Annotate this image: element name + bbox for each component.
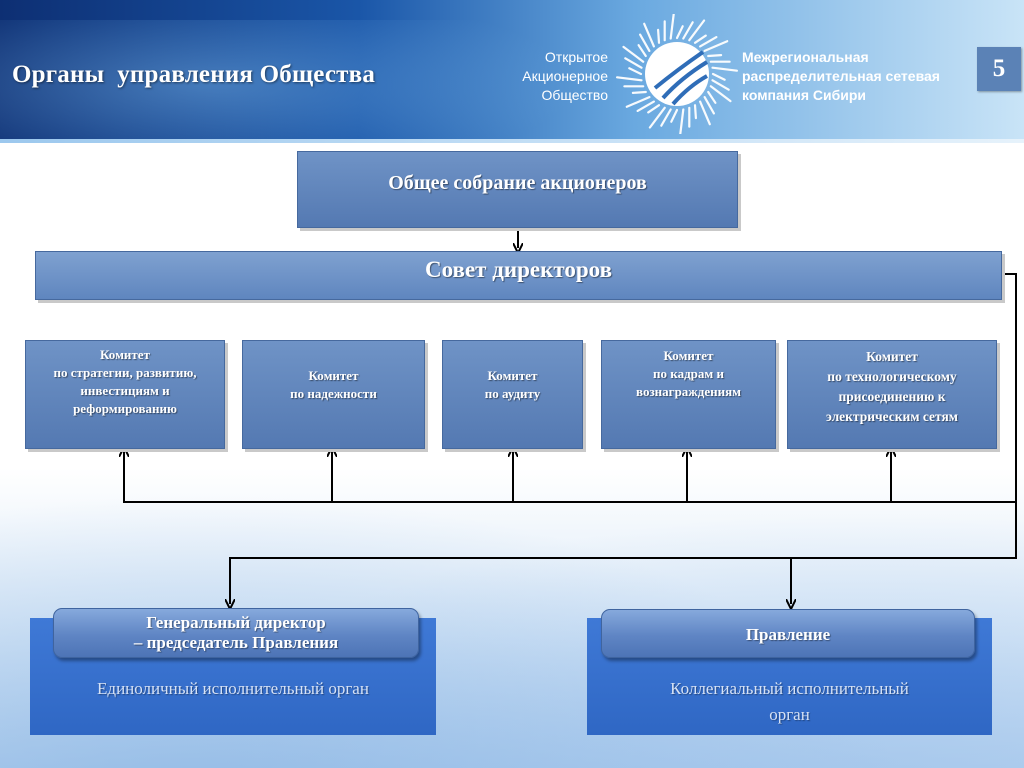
board-of-directors-box: Совет директоров [35,251,1002,300]
logo-ray [648,106,666,129]
logo-ray [699,35,718,48]
committee-text-line: вознаграждениям [636,384,741,399]
logo-ray [711,66,739,72]
logo-ray [636,100,655,113]
ceo-title-line: Генеральный директор [146,613,326,632]
committee-text-line: Комитет [308,368,359,383]
company-type-line: Открытое [544,49,608,65]
committee-text-line: Комитет [487,368,538,383]
logo-ray [625,96,651,108]
logo-ray [707,90,717,104]
header-light-streak [0,20,580,143]
management-description-line: орган [769,705,810,724]
committee-text-line: по стратегии, развитию, [53,365,197,380]
logo-ray [643,22,655,48]
logo-ray [660,108,672,127]
logo-ray [711,72,726,81]
committee-reliability-box: Комитет по надежности [242,340,425,449]
logo-ray [657,28,661,44]
slide-title: Органы управления Общества [12,61,376,88]
company-type: Открытое Акционерное Общество [506,48,608,105]
management-board-description: Коллегиальный исполнительный орган [587,676,992,728]
company-type-line: Общество [541,87,608,103]
logo-ray [707,54,723,58]
committee-text-line: Комитет [663,348,714,363]
logo-ray [675,25,684,40]
committee-text-line: Комитет [866,349,918,364]
logo-ray [679,108,685,134]
committee-hr-box: Комитет по кадрам и вознаграждениям [601,340,776,449]
page-number-badge: 5 [977,47,1021,91]
logo-ray [615,76,643,82]
committee-text-line: электрическим сетям [825,409,958,424]
logo-ray [628,67,643,76]
header-divider [0,139,1024,143]
committee-text-line: инвестициям и [80,383,170,398]
company-name-line: компания Сибири [742,87,867,103]
company-name-line: Межрегиональная [742,49,869,65]
logo-ray [638,33,651,52]
committee-text-line: присоединению к [838,389,946,404]
logo-ray [693,104,697,120]
shareholders-meeting-box: Общее собрание акционеров [297,151,738,228]
logo-ray [622,45,645,63]
committee-audit-box: Комитет по аудиту [442,340,583,449]
ceo-title-box: Генеральный директор – председатель Прав… [53,608,419,658]
logo-ray [688,19,706,42]
company-name: Межрегиональная распределительная сетева… [742,48,940,105]
committee-text-line: по технологическому [827,369,957,384]
logo-ray [669,14,675,40]
logo-ray [682,21,694,40]
committee-strategy-box: Комитет по стратегии, развитию, инвестиц… [25,340,225,449]
slide-header [0,0,1024,143]
management-description-line: Коллегиальный исполнительный [670,679,909,698]
company-logo-icon [615,14,739,134]
logo-ray [693,34,707,44]
company-type-line: Акционерное [522,68,608,84]
committee-text-line: по надежности [290,386,377,401]
management-board-title-box: Правление [601,609,975,658]
committee-text-line: по кадрам и [653,366,724,381]
logo-ray [703,40,729,52]
logo-ray [699,100,711,126]
logo-ray [624,57,643,69]
company-name-line: распределительная сетевая [742,68,940,84]
committee-text-line: реформированию [73,401,177,416]
ceo-description: Единоличный исполнительный орган [97,679,369,698]
logo-ray [637,44,647,58]
arrow-to-committee-strategy [124,452,1016,503]
committee-text-line: Комитет [100,347,150,362]
committee-grid-connection-box: Комитет по технологическому присоединени… [787,340,997,449]
logo-ray [711,79,730,91]
logo-ray [703,96,716,115]
logo-ray [631,90,647,94]
logo-ray [647,104,661,114]
ceo-title-line: – председатель Правления [133,633,339,652]
logo-ray [709,85,732,103]
committee-text-line: по аудиту [484,386,541,401]
logo-ray [670,108,679,123]
arrow-board-to-ceo [230,273,1017,604]
